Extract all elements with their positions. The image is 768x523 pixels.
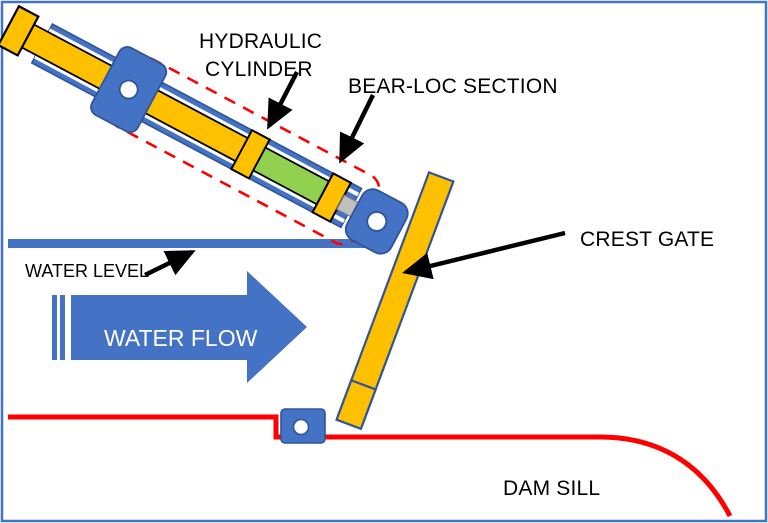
crest-gate-leader-arrow bbox=[402, 230, 566, 280]
dam-sill-label: DAM SILL bbox=[503, 477, 600, 500]
crest-gate-label: CREST GATE bbox=[580, 228, 714, 251]
trunnion-mount bbox=[90, 46, 168, 134]
hydraulic-cylinder-label-line1: HYDRAULIC bbox=[199, 30, 322, 53]
hydraulic-cylinder-assembly bbox=[0, 4, 409, 255]
cylinder-highlight-outline bbox=[108, 56, 381, 246]
bear-loc-leader-arrow bbox=[338, 94, 376, 164]
bear-loc-section-label: BEAR-LOC SECTION bbox=[348, 75, 558, 98]
water-flow-arrow bbox=[52, 271, 307, 383]
hydraulic-cylinder-leader-arrow bbox=[267, 70, 299, 130]
rod-eye-clevis bbox=[344, 188, 409, 255]
gate-hinge-pin bbox=[292, 418, 310, 436]
water-flow-label: WATER FLOW bbox=[104, 325, 258, 351]
rod-end-cap bbox=[0, 4, 40, 57]
dam-sill-profile bbox=[8, 414, 733, 518]
water-level-line bbox=[8, 239, 390, 248]
hydraulic-cylinder-label-line2: CYLINDER bbox=[205, 58, 313, 81]
trunnion-pin bbox=[118, 79, 139, 100]
water-level-label: WATER LEVEL bbox=[25, 261, 149, 281]
rod-eye-pin bbox=[366, 211, 388, 232]
water-level-leader-arrow bbox=[144, 249, 196, 278]
gate-hinge bbox=[280, 378, 378, 444]
